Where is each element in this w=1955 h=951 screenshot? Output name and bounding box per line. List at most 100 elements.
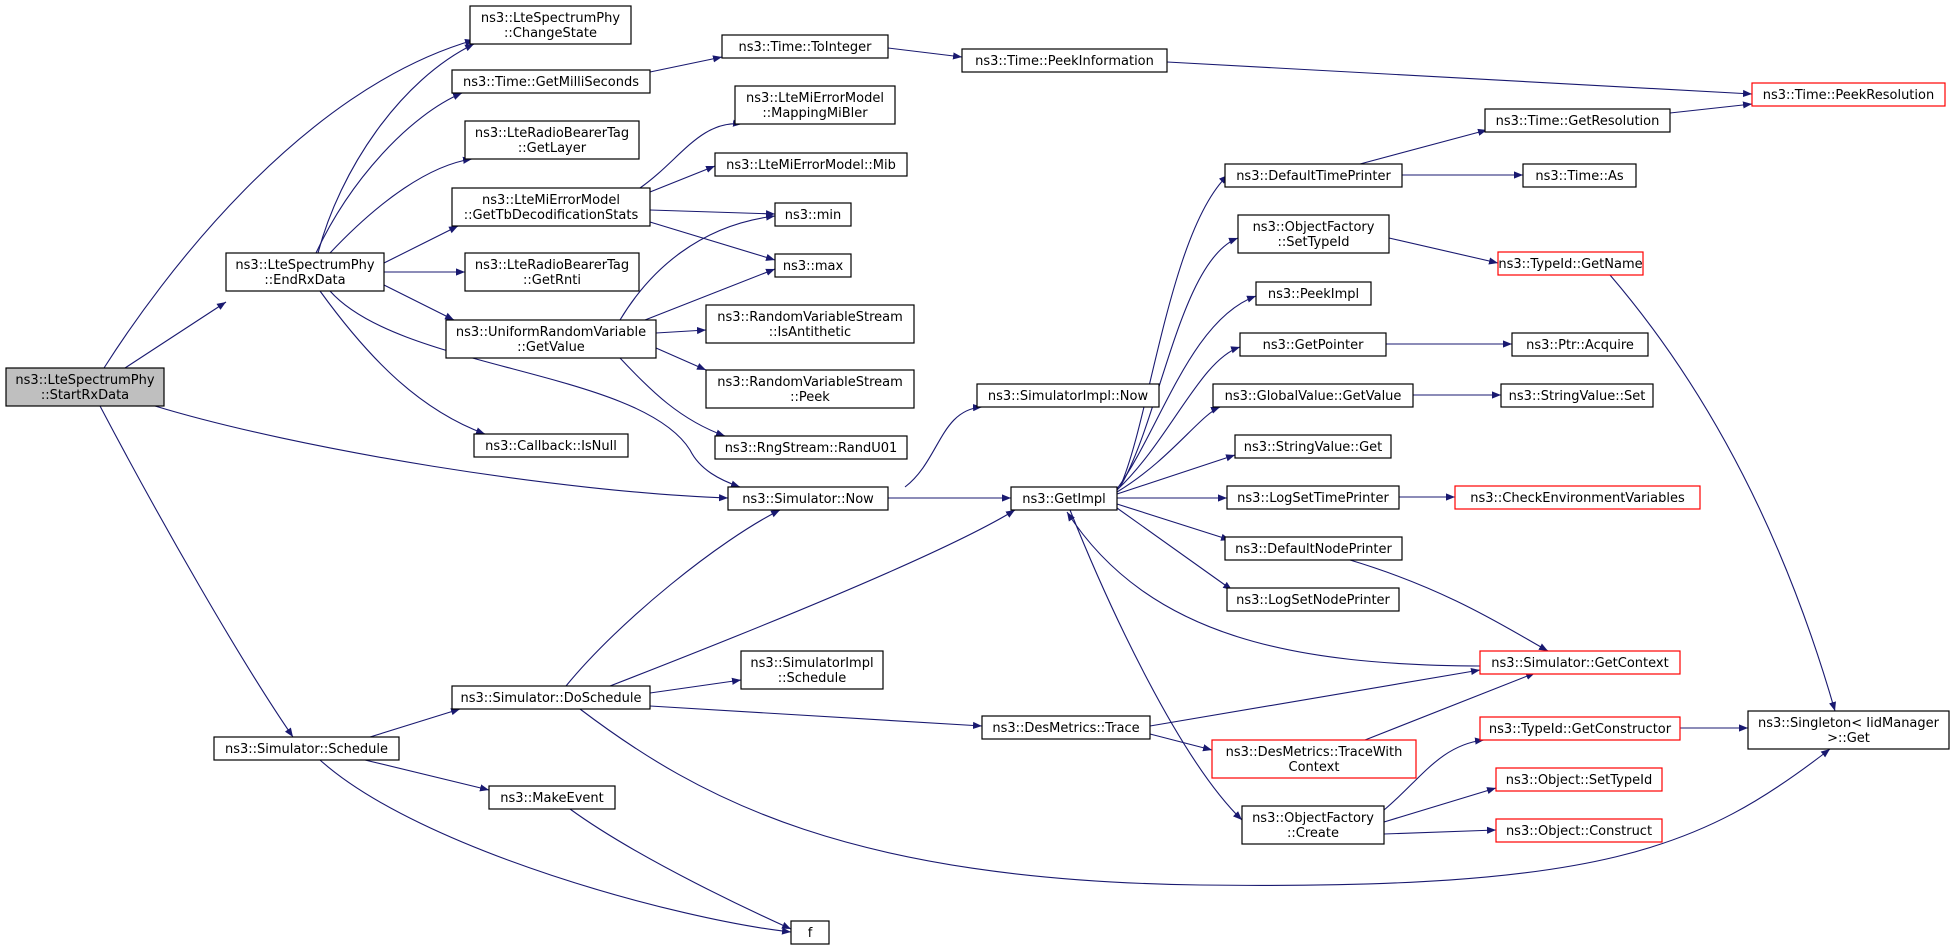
- node-box: [1747, 710, 1950, 750]
- node-schedule[interactable]: ns3::Simulator::Schedule: [213, 736, 400, 761]
- edge-gettbdec-to-min: [649, 209, 776, 218]
- node-singletonget[interactable]: ns3::Singleton< IidManager>::Get: [1747, 710, 1950, 750]
- edge-urvgetvalue-to-randu01: [619, 357, 726, 437]
- node-label: ns3::LteSpectrumPhy: [235, 258, 374, 273]
- node-ofsettypeid[interactable]: ns3::ObjectFactory::SetTypeId: [1237, 214, 1390, 254]
- node-isantithetic[interactable]: ns3::RandomVariableStream::IsAntithetic: [705, 304, 915, 344]
- node-box: [464, 120, 640, 160]
- edge-tointeger-to-peekinfo: [887, 47, 963, 60]
- node-simimplschedule[interactable]: ns3::SimulatorImpl::Schedule: [740, 650, 884, 690]
- node-box: [1454, 485, 1701, 510]
- node-label: ns3::Time::GetResolution: [1496, 114, 1660, 129]
- node-label: ns3::CheckEnvironmentVariables: [1470, 491, 1685, 506]
- node-gvgetvalue[interactable]: ns3::GlobalValue::GetValue: [1212, 383, 1414, 408]
- node-urvgetvalue[interactable]: ns3::UniformRandomVariable::GetValue: [445, 319, 657, 359]
- node-box: [1484, 108, 1671, 133]
- edge-urvgetvalue-to-isantithetic: [655, 326, 707, 335]
- node-label: ::GetTbDecodificationStats: [464, 208, 639, 223]
- node-typeidgetconstructor[interactable]: ns3::TypeId::GetConstructor: [1479, 716, 1681, 741]
- node-defaultnodeprinter[interactable]: ns3::DefaultNodePrinter: [1224, 536, 1403, 561]
- node-box: [1495, 767, 1663, 792]
- node-tointeger[interactable]: ns3::Time::ToInteger: [721, 34, 889, 59]
- node-getlayer[interactable]: ns3::LteRadioBearerTag::GetLayer: [464, 120, 640, 160]
- edge-getimpl-to-defaultnodeprinter: [1116, 503, 1231, 541]
- node-label: ns3::DesMetrics::Trace: [992, 721, 1139, 736]
- node-logsetnodeprinter[interactable]: ns3::LogSetNodePrinter: [1226, 587, 1400, 612]
- edge-gettbdec-to-mib: [649, 165, 716, 193]
- node-peekresolution[interactable]: ns3::Time::PeekResolution: [1751, 82, 1946, 107]
- node-label: ns3::DefaultNodePrinter: [1235, 542, 1392, 557]
- node-box: [705, 369, 915, 409]
- edge-doschedule-to-simnow: [565, 509, 781, 687]
- node-label: ns3::DesMetrics::TraceWith: [1226, 745, 1403, 760]
- node-objconstruct[interactable]: ns3::Object::Construct: [1495, 818, 1663, 843]
- call-edges: [99, 39, 1836, 935]
- node-startrx[interactable]: ns3::LteSpectrumPhy::StartRxData: [5, 367, 165, 407]
- node-label: ns3::Time::As: [1535, 169, 1624, 184]
- node-label: ns3::StringValue::Set: [1509, 389, 1646, 404]
- node-objsettypeid[interactable]: ns3::Object::SetTypeId: [1495, 767, 1663, 792]
- edge-destrace-to-simgetcontext: [1149, 667, 1481, 727]
- edge-schedule-to-f: [319, 759, 792, 935]
- node-destrace[interactable]: ns3::DesMetrics::Trace: [981, 715, 1151, 740]
- node-mappingmibler[interactable]: ns3::LteMiErrorModel::MappingMiBler: [734, 85, 896, 125]
- edge-ofcreate-to-objconstruct: [1383, 826, 1497, 835]
- node-simimplnow[interactable]: ns3::SimulatorImpl::Now: [976, 383, 1160, 408]
- node-box: [981, 715, 1151, 740]
- node-peek[interactable]: ns3::RandomVariableStream::Peek: [705, 369, 915, 409]
- node-label: ::EndRxData: [264, 273, 345, 288]
- node-label: ns3::GetPointer: [1263, 338, 1364, 353]
- node-box: [1479, 650, 1681, 675]
- node-changestate[interactable]: ns3::LteSpectrumPhy::ChangeState: [469, 5, 632, 45]
- node-typeidgetname[interactable]: ns3::TypeId::GetName: [1497, 251, 1644, 276]
- node-label: ns3::GlobalValue::GetValue: [1225, 389, 1402, 404]
- node-peekinfo[interactable]: ns3::Time::PeekInformation: [961, 48, 1168, 73]
- node-label: ns3::Ptr::Acquire: [1526, 338, 1634, 353]
- node-box: [1255, 281, 1372, 306]
- node-label: ::GetRnti: [523, 273, 581, 288]
- node-label: ns3::RandomVariableStream: [717, 310, 903, 325]
- edge-endrx-to-getlayer: [329, 156, 473, 254]
- node-getimpl[interactable]: ns3::GetImpl: [1010, 486, 1118, 511]
- node-ofcreate[interactable]: ns3::ObjectFactory::Create: [1241, 805, 1385, 845]
- node-box: [705, 304, 915, 344]
- edge-endrx-to-getmilli: [315, 92, 463, 254]
- node-label: ::GetValue: [517, 340, 585, 355]
- edge-startrx-to-changestate: [103, 39, 475, 369]
- node-endrx[interactable]: ns3::LteSpectrumPhy::EndRxData: [225, 252, 385, 292]
- edge-urvgetvalue-to-min: [619, 213, 776, 321]
- node-timeas[interactable]: ns3::Time::As: [1522, 163, 1637, 188]
- node-getrnti[interactable]: ns3::LteRadioBearerTag::GetRnti: [464, 252, 640, 292]
- node-label: ns3::ObjectFactory: [1253, 220, 1375, 235]
- edge-ofsettypeid-to-typeidgetname: [1388, 237, 1499, 265]
- node-simgetcontext[interactable]: ns3::Simulator::GetContext: [1479, 650, 1681, 675]
- edge-doschedule-to-singletonget: [579, 708, 1831, 886]
- node-mib[interactable]: ns3::LteMiErrorModel::Mib: [714, 152, 908, 177]
- node-getpointer[interactable]: ns3::GetPointer: [1239, 332, 1387, 357]
- node-min[interactable]: ns3::min: [774, 202, 852, 227]
- node-box: [774, 202, 852, 227]
- node-checkenv[interactable]: ns3::CheckEnvironmentVariables: [1454, 485, 1701, 510]
- node-doschedule[interactable]: ns3::Simulator::DoSchedule: [451, 685, 651, 710]
- edge-getimpl-to-ofsettypeid: [1119, 237, 1239, 488]
- node-logsettimeprinter[interactable]: ns3::LogSetTimePrinter: [1226, 485, 1400, 510]
- node-getresolution[interactable]: ns3::Time::GetResolution: [1484, 108, 1671, 133]
- node-box: [213, 736, 400, 761]
- node-peekimpl[interactable]: ns3::PeekImpl: [1255, 281, 1372, 306]
- node-getmilli[interactable]: ns3::Time::GetMilliSeconds: [451, 69, 651, 94]
- node-isnull[interactable]: ns3::Callback::IsNull: [473, 433, 629, 458]
- node-simnow[interactable]: ns3::Simulator::Now: [727, 486, 889, 511]
- node-svget[interactable]: ns3::StringValue::Get: [1234, 434, 1392, 459]
- node-max[interactable]: ns3::max: [774, 253, 852, 278]
- node-makeevent[interactable]: ns3::MakeEvent: [488, 785, 616, 810]
- node-f[interactable]: f: [790, 920, 830, 945]
- edge-destrace-to-tracewithcontext: [1149, 733, 1213, 752]
- node-label: ns3::Time::PeekInformation: [975, 54, 1154, 69]
- node-svset[interactable]: ns3::StringValue::Set: [1500, 383, 1654, 408]
- node-randu01[interactable]: ns3::RngStream::RandU01: [714, 435, 908, 460]
- node-label: ns3::Simulator::Now: [742, 492, 874, 507]
- node-ptracquire[interactable]: ns3::Ptr::Acquire: [1511, 332, 1649, 357]
- node-gettbdec[interactable]: ns3::LteMiErrorModel::GetTbDecodificatio…: [451, 187, 651, 227]
- node-defaulttimeprinter[interactable]: ns3::DefaultTimePrinter: [1224, 163, 1403, 188]
